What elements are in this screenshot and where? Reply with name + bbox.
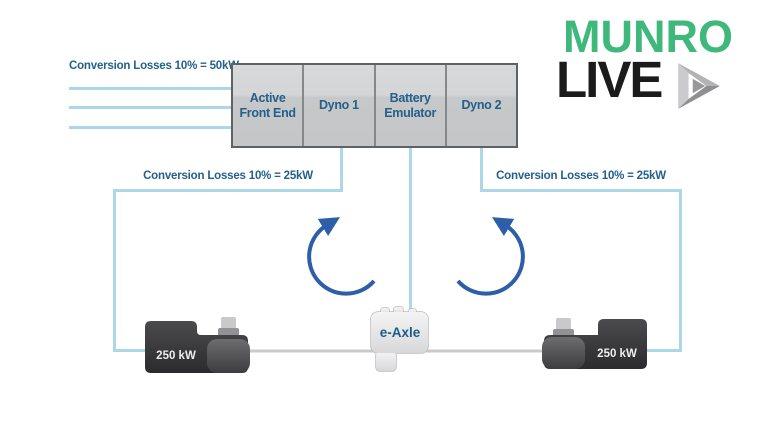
right-dyno-cylinder [542,337,585,369]
equipment-rack: Active Front End Dyno 1 Battery Emulator… [231,63,518,148]
dyno2-drop-line [480,148,483,192]
battery-emulator-eaxle-line [409,148,412,318]
dyno2-vertical-line [679,189,682,352]
right-dyno-machine: 250 kW [542,318,647,369]
rack-cell-dyno-2: Dyno 2 [461,98,502,112]
left-dyno-power-label: 250 kW [156,350,196,362]
dyno2-horizontal-line [480,189,682,192]
dyno1-drop-line [340,148,343,192]
left-dyno-cylinder [207,339,250,373]
grid-input-line-2 [69,106,231,109]
right-dyno-coupling-top [556,318,571,331]
right-rotation-arrow-icon [456,217,525,296]
rack-cell-active-front-end: Active Front End [233,65,305,146]
rack-cell-dyno-1: Dyno 1 [304,65,376,146]
eaxle-body [371,307,428,371]
logo-word-munro: MUNRO [563,11,733,62]
dyno1-horizontal-line [113,189,343,192]
grid-loss-label: Conversion Losses 10% = 50kW [69,60,239,72]
dyno2-loss-label: Conversion Losses 10% = 25kW [496,170,666,182]
grid-input-line-1 [69,87,231,90]
penrose-play-triangle-icon [678,63,720,109]
dyno1-loss-label: Conversion Losses 10% = 25kW [143,170,313,182]
left-dyno-coupling-top [221,317,236,330]
dyno2-machine-feed-line [646,349,680,352]
rack-cell-battery-emulator: Battery Emulator [376,65,447,146]
eaxle-unit: e-Axle [370,306,429,372]
dyno1-vertical-line [113,189,116,352]
grid-input-line-3 [69,126,231,129]
left-rotation-arrow-icon [307,217,376,296]
left-dyno-machine: 250 kW [145,317,250,373]
eaxle-label: e-Axle [380,325,421,340]
right-dyno-power-label: 250 kW [597,348,637,360]
dyno1-machine-feed-line [113,349,147,352]
munro-live-logo: MUNRO LIVE [556,14,756,114]
logo-word-live: LIVE [556,51,663,108]
